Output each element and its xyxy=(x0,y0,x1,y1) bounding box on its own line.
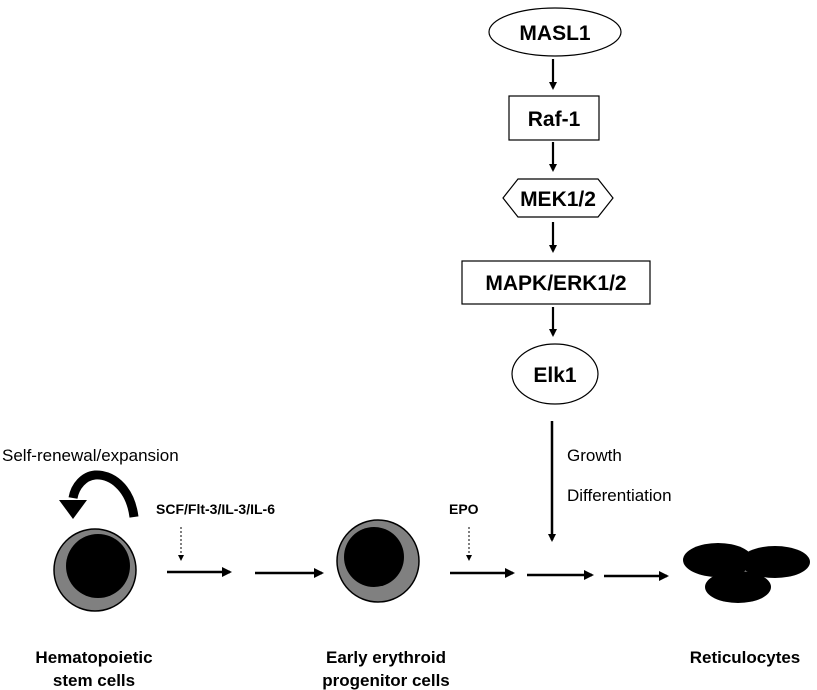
hsc-nucleus xyxy=(66,534,130,598)
growth-label: Growth xyxy=(567,446,622,465)
elk1-label: Elk1 xyxy=(533,364,577,387)
progenitor-label-line1: Early erythroid xyxy=(326,648,446,667)
raf1-box xyxy=(508,95,600,141)
early-erythroid-progenitor-cell xyxy=(336,519,420,603)
node-masl1: MASL1 xyxy=(488,7,622,57)
reticulocytes-cluster xyxy=(683,543,810,603)
differentiation-label: Differentiation xyxy=(567,486,672,505)
node-mapk: MAPK/ERK1/2 xyxy=(461,260,651,305)
mek-hexagon xyxy=(502,178,614,218)
self-renewal-arrowhead xyxy=(59,500,87,519)
mapk-box xyxy=(461,260,651,305)
hematopoietic-stem-cell xyxy=(53,528,137,612)
masl1-label: MASL1 xyxy=(519,22,590,45)
reticulocytes-label: Reticulocytes xyxy=(690,648,801,667)
epo-label: EPO xyxy=(449,501,479,517)
reticulocyte-2 xyxy=(740,546,810,578)
self-renewal-arrow xyxy=(68,470,139,518)
mek-label: MEK1/2 xyxy=(520,188,596,211)
early-factors-label: SCF/Flt-3/IL-3/IL-6 xyxy=(156,501,275,517)
hsc-label-line1: Hematopoietic xyxy=(35,648,152,667)
masl1-ellipse xyxy=(488,7,622,57)
reticulocyte-1 xyxy=(683,543,753,577)
self-renewal-label: Self-renewal/expansion xyxy=(2,446,179,465)
progenitor-label-line2: progenitor cells xyxy=(322,671,450,690)
node-elk1: Elk1 xyxy=(511,343,599,405)
node-raf1: Raf-1 xyxy=(508,95,600,141)
progenitor-nucleus xyxy=(344,527,404,587)
elk1-ellipse xyxy=(511,343,599,405)
mapk-label: MAPK/ERK1/2 xyxy=(485,272,626,295)
raf1-label: Raf-1 xyxy=(528,108,581,131)
hsc-label-line2: stem cells xyxy=(53,671,135,690)
node-mek: MEK1/2 xyxy=(502,178,614,218)
reticulocyte-3 xyxy=(705,571,771,603)
